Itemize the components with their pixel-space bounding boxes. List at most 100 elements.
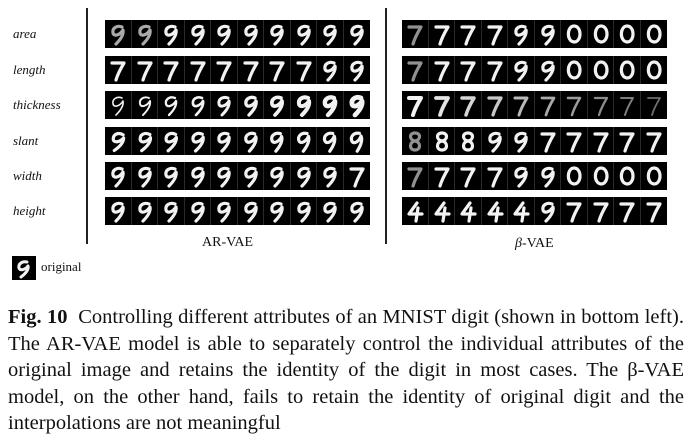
- digit-sample: [185, 20, 211, 48]
- digit-glyph: [243, 95, 258, 117]
- digit-glyph: [217, 95, 231, 117]
- digit-sample: [211, 20, 238, 48]
- digit-sample: [132, 20, 158, 48]
- digit-glyph: [566, 166, 582, 186]
- digit-sample: [211, 91, 238, 119]
- digit-glyph: [514, 131, 528, 153]
- digit-sample: [158, 197, 185, 225]
- digit-glyph: [433, 201, 451, 223]
- digit-sample: [238, 127, 264, 155]
- digit-sample: [402, 56, 429, 84]
- digit-sample: [211, 162, 238, 190]
- digit-sample: [429, 20, 455, 48]
- digit-glyph: [435, 131, 448, 152]
- digit-glyph: [460, 96, 476, 117]
- digit-sample: [641, 20, 668, 48]
- digit-sample: [508, 127, 535, 155]
- digit-glyph: [243, 166, 258, 188]
- digit-glyph: [593, 60, 609, 80]
- attr-label-area: area: [13, 26, 37, 41]
- digit-sample: [482, 162, 508, 190]
- beta-symbol: β: [515, 236, 522, 251]
- digit-sample: [185, 162, 211, 190]
- digit-sample: [158, 127, 185, 155]
- digit-glyph: [407, 96, 423, 117]
- digit-glyph: [486, 167, 503, 188]
- digit-glyph: [540, 96, 555, 117]
- digit-sample: [238, 20, 264, 48]
- digit-sample: [614, 20, 641, 48]
- digit-glyph: [349, 95, 365, 118]
- digit-glyph: [540, 201, 555, 223]
- digit-glyph: [407, 201, 424, 223]
- digit-glyph: [164, 96, 178, 117]
- digit-glyph: [164, 166, 178, 188]
- digit-glyph: [270, 131, 284, 153]
- digit-glyph: [540, 166, 555, 188]
- digit-glyph: [349, 24, 364, 46]
- attr-label-slant: slant: [13, 133, 39, 148]
- digit-glyph: [486, 96, 503, 117]
- digit-sample: [535, 56, 561, 84]
- digit-glyph: [619, 24, 635, 44]
- digit-sample: [291, 56, 317, 84]
- digit-glyph: [514, 60, 528, 82]
- digit-sample: [561, 91, 588, 119]
- image-strip: [402, 20, 667, 48]
- digit-glyph: [566, 24, 582, 44]
- digit-glyph: [408, 131, 422, 152]
- digit-glyph: [486, 25, 503, 46]
- digit-sample: [508, 197, 535, 225]
- digit-sample: [641, 56, 668, 84]
- original-label: original: [41, 259, 82, 274]
- digit-glyph: [460, 25, 476, 46]
- digit-glyph: [566, 132, 582, 153]
- digit-sample: [264, 197, 291, 225]
- digit-sample: [641, 162, 668, 190]
- digit-sample: [535, 20, 561, 48]
- digit-sample: [561, 162, 588, 190]
- digit-sample: [588, 197, 614, 225]
- digit-glyph: [217, 166, 231, 188]
- digit-sample: [455, 162, 482, 190]
- digit-glyph: [111, 166, 125, 188]
- digit-sample: [535, 197, 561, 225]
- digit-glyph: [112, 96, 124, 116]
- digit-glyph: [349, 60, 364, 82]
- digit-sample: [402, 127, 429, 155]
- image-strip: [105, 91, 370, 119]
- digit-glyph: [540, 60, 555, 82]
- digit-sample: [508, 20, 535, 48]
- digit-sample: [238, 91, 264, 119]
- digit-sample: [132, 56, 158, 84]
- digit-glyph: [137, 24, 152, 46]
- digit-glyph: [348, 167, 365, 188]
- digit-glyph: [620, 97, 634, 116]
- digit-sample: [535, 162, 561, 190]
- digit-sample: [291, 91, 317, 119]
- digit-glyph: [407, 61, 423, 82]
- digit-sample: [614, 91, 641, 119]
- digit-glyph: [593, 96, 608, 117]
- digit-glyph: [433, 25, 450, 46]
- digit-sample: [402, 162, 429, 190]
- digit-sample: [264, 162, 291, 190]
- digit-glyph: [646, 97, 661, 116]
- digit-sample: [641, 91, 668, 119]
- digit-sample: [317, 127, 344, 155]
- digit-sample: [508, 162, 535, 190]
- digit-sample: [158, 91, 185, 119]
- digit-sample: [614, 56, 641, 84]
- digit-sample: [317, 56, 344, 84]
- digit-glyph: [349, 201, 364, 223]
- digit-glyph: [322, 131, 337, 153]
- digit-sample: [238, 162, 264, 190]
- digit-glyph: [433, 167, 450, 188]
- digit-glyph: [270, 95, 284, 117]
- digit-sample: [211, 197, 238, 225]
- digit-glyph: [592, 202, 609, 223]
- digit-glyph: [619, 202, 635, 223]
- digit-glyph: [137, 166, 152, 188]
- digit-glyph: [217, 201, 231, 223]
- digit-glyph: [593, 166, 609, 186]
